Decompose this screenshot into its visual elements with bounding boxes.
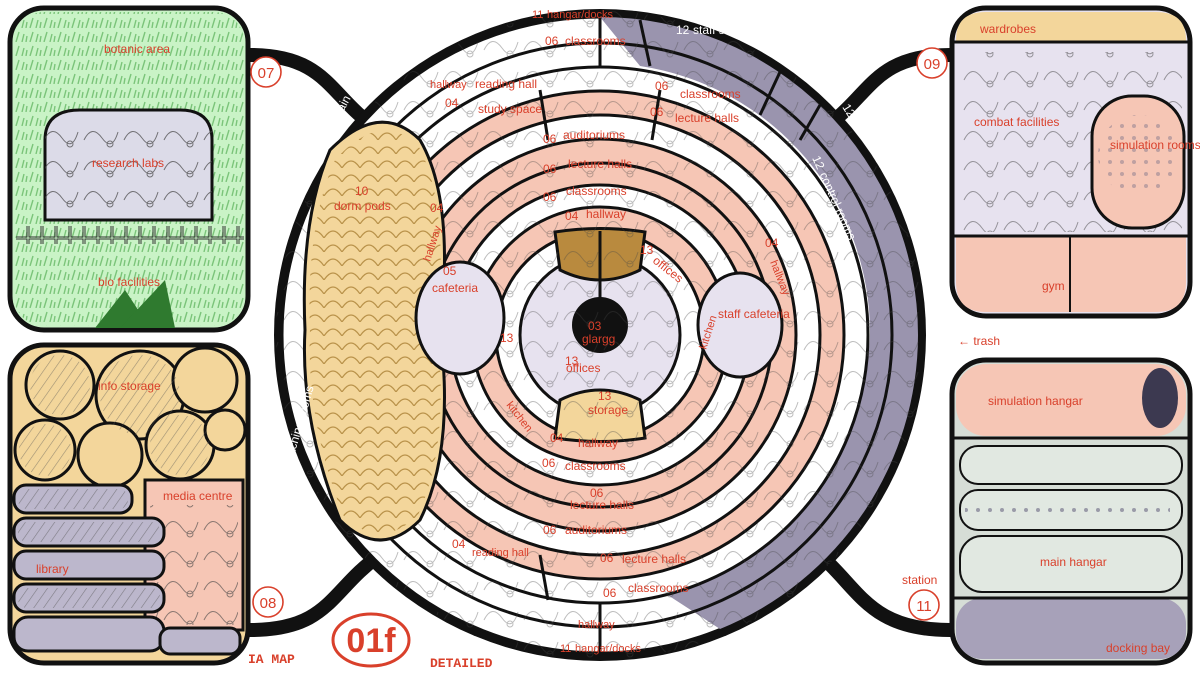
- svg-text:06: 06: [542, 456, 556, 470]
- svg-text:13: 13: [598, 389, 612, 403]
- label-bio-facilities: bio facilities: [98, 275, 160, 289]
- svg-text:reading hall: reading hall: [472, 547, 529, 559]
- label-main-hangar: main hangar: [1040, 555, 1107, 569]
- panel-07-botanic: [7, 5, 251, 333]
- svg-text:03: 03: [588, 319, 602, 333]
- svg-text:hallway: hallway: [586, 207, 626, 221]
- label-info-storage: info storage: [98, 379, 161, 393]
- svg-text:13: 13: [640, 243, 654, 257]
- svg-text:04: 04: [550, 431, 564, 445]
- svg-text:dorm pods: dorm pods: [334, 199, 391, 213]
- svg-text:study space: study space: [478, 102, 542, 116]
- svg-text:hallway: hallway: [430, 79, 467, 91]
- svg-text:classrooms: classrooms: [680, 87, 741, 101]
- svg-text:04: 04: [765, 236, 779, 250]
- label-simulation-rooms: simulation rooms: [1110, 138, 1200, 152]
- badge-07: 07: [250, 56, 282, 88]
- central-station: [274, 9, 926, 661]
- panel-09-combat: [949, 5, 1193, 319]
- svg-text:12: 12: [676, 23, 690, 37]
- svg-text:04: 04: [430, 201, 444, 215]
- title-left: IA MAP: [248, 652, 295, 667]
- svg-text:06: 06: [543, 132, 557, 146]
- svg-text:classrooms: classrooms: [566, 184, 627, 198]
- svg-text:06: 06: [543, 190, 557, 204]
- label-library: library: [36, 562, 69, 576]
- svg-text:lecture halls: lecture halls: [568, 157, 632, 171]
- svg-text:06: 06: [543, 523, 557, 537]
- svg-text:13: 13: [565, 354, 579, 368]
- svg-text:offices: offices: [566, 361, 600, 375]
- svg-text:07: 07: [258, 65, 275, 82]
- svg-text:lecture halls: lecture halls: [570, 498, 634, 512]
- title-code: 01f: [346, 622, 396, 660]
- svg-text:09: 09: [924, 56, 941, 73]
- svg-text:06: 06: [590, 486, 604, 500]
- label-station: station: [902, 573, 937, 587]
- label-combat-facilities: combat facilities: [974, 115, 1059, 129]
- svg-text:06: 06: [543, 162, 557, 176]
- ring-labels-bottom: 04 hallway 06 classrooms 06 lecture hall…: [452, 431, 689, 655]
- svg-text:06: 06: [603, 586, 617, 600]
- svg-text:lecture halls: lecture halls: [622, 552, 686, 566]
- title-right: DETAILED: [430, 656, 493, 671]
- svg-text:hallway: hallway: [578, 436, 618, 450]
- label-research-labs: research labs: [92, 156, 164, 170]
- svg-text:hangar/docks: hangar/docks: [547, 9, 614, 21]
- label-gym: gym: [1042, 279, 1065, 293]
- svg-text:staff ship entry: staff ship entry: [693, 23, 771, 37]
- svg-text:classrooms: classrooms: [565, 459, 626, 473]
- badge-11: 11: [908, 589, 940, 621]
- badge-08: 08: [252, 586, 284, 618]
- svg-text:08: 08: [260, 595, 277, 612]
- svg-text:11: 11: [916, 598, 932, 615]
- svg-text:06: 06: [600, 551, 614, 565]
- svg-text:04: 04: [452, 537, 466, 551]
- label-media-centre: media centre: [163, 489, 233, 503]
- svg-text:classrooms: classrooms: [565, 34, 626, 48]
- svg-text:12: 12: [809, 154, 827, 172]
- svg-text:06: 06: [650, 105, 664, 119]
- svg-text:storage: storage: [588, 403, 628, 417]
- svg-text:lecture halls: lecture halls: [675, 111, 739, 125]
- panel-11-hangars: [949, 357, 1193, 666]
- label-botanic-area: botanic area: [104, 42, 170, 56]
- svg-text:auditoriums: auditoriums: [563, 128, 625, 142]
- svg-text:staff cafeteria: staff cafeteria: [718, 307, 790, 321]
- svg-text:cafeteria: cafeteria: [432, 281, 478, 295]
- svg-text:13: 13: [500, 331, 514, 345]
- title-stamp: 01f IA MAP DETAILED: [248, 612, 493, 671]
- svg-text:hallway: hallway: [578, 619, 615, 631]
- label-trash: ← trash: [958, 334, 1000, 348]
- panel-08-library: [7, 342, 251, 666]
- ring-labels-top: 11 hangar/docks 06 classrooms 12 staff s…: [430, 9, 771, 223]
- svg-text:auditoriums: auditoriums: [565, 523, 627, 537]
- svg-text:04: 04: [565, 209, 579, 223]
- svg-text:11: 11: [532, 9, 543, 21]
- svg-text:reading hall: reading hall: [475, 77, 537, 91]
- svg-text:glargg: glargg: [582, 332, 615, 346]
- svg-text:hangar/docks: hangar/docks: [575, 643, 642, 655]
- label-docking-bay: docking bay: [1106, 641, 1170, 655]
- svg-text:05: 05: [443, 264, 457, 278]
- badge-09: 09: [916, 47, 948, 79]
- svg-text:06: 06: [655, 79, 669, 93]
- svg-text:04: 04: [445, 96, 459, 110]
- label-simulation-hangar: simulation hangar: [988, 394, 1083, 408]
- svg-text:11: 11: [560, 643, 571, 655]
- label-wardrobes: wardrobes: [979, 22, 1036, 36]
- svg-text:classrooms: classrooms: [628, 581, 689, 595]
- svg-text:10: 10: [355, 184, 369, 198]
- svg-text:06: 06: [545, 34, 559, 48]
- svg-text:12: 12: [308, 143, 327, 162]
